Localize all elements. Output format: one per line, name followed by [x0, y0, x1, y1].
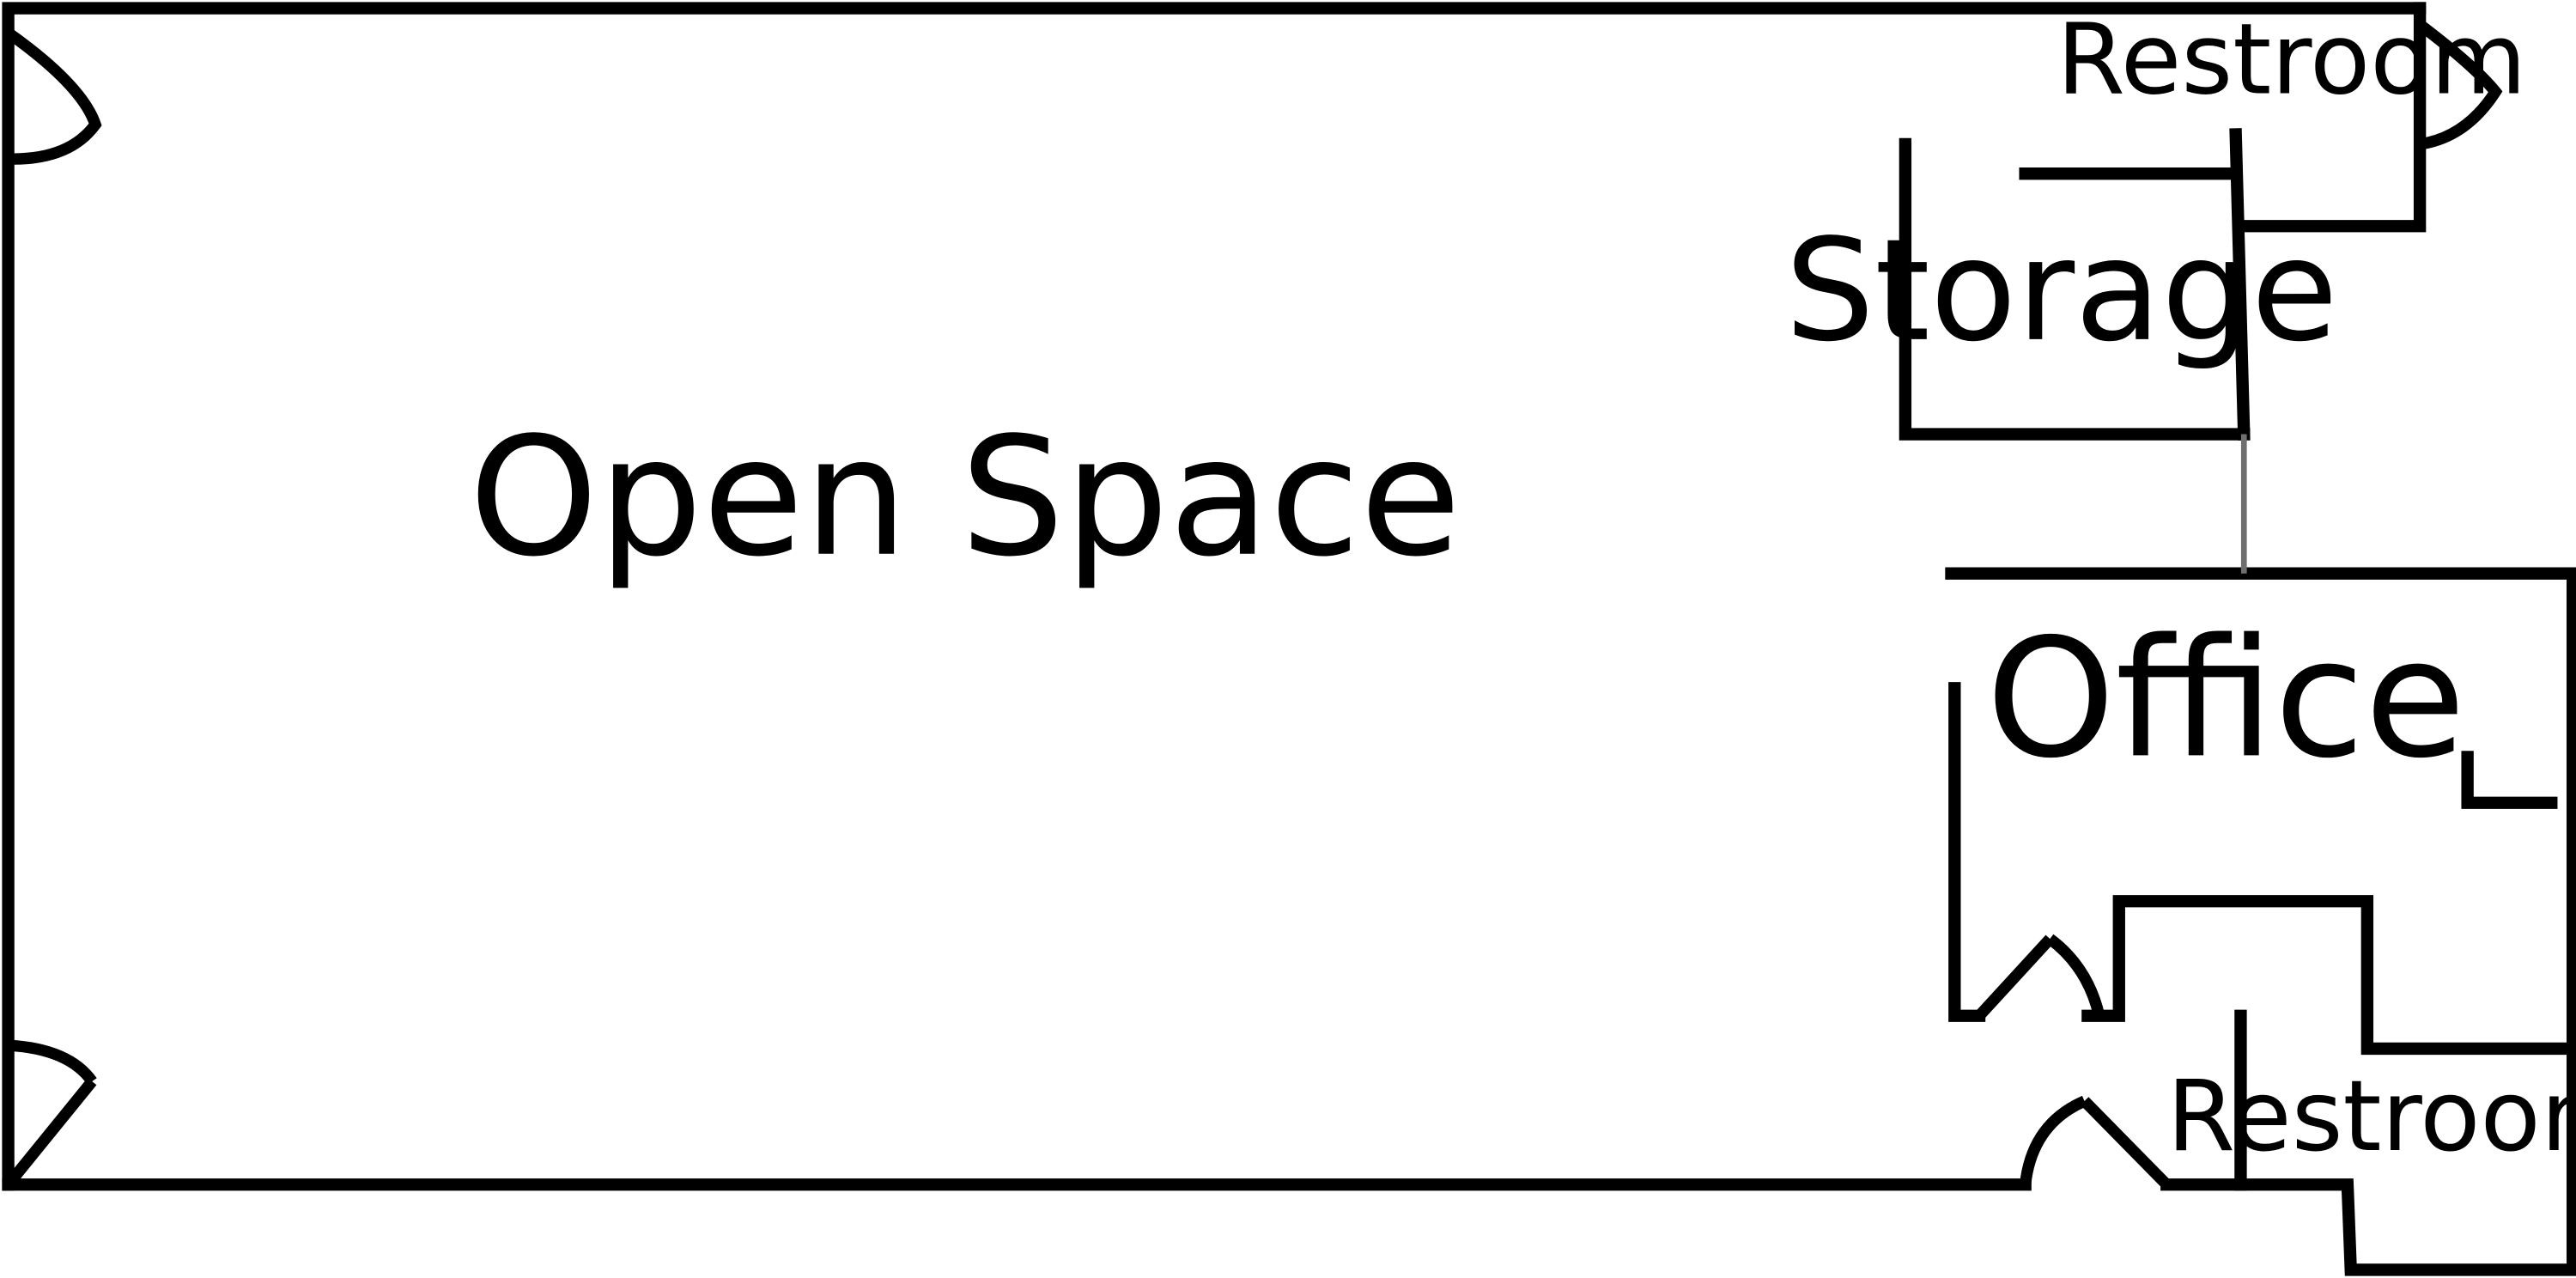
outer-wall [2, 2, 2427, 1191]
room-label-restroom-top: Restroom [2057, 3, 2526, 118]
door-bottom-leaf [2080, 1097, 2172, 1189]
door-office-leaf [1975, 934, 2055, 1020]
restroom-top-wall [2233, 2, 2427, 233]
office-corner-fixture [2461, 751, 2558, 809]
door-left-bottom-leaf [3, 1077, 97, 1189]
door-bottom-arc [2019, 1095, 2087, 1186]
storage-wall-right [2229, 128, 2251, 441]
room-label-office: Office [1986, 605, 2466, 795]
door-restroom-top [2416, 20, 2503, 150]
room-label-storage: Storage [1785, 208, 2338, 373]
storage-wall-left [1899, 137, 2251, 441]
office-wall-inner [2081, 895, 2576, 1056]
door-left-bottom-arc [8, 1039, 97, 1086]
room-label-open-space: Open Space [469, 403, 1461, 593]
door-left-top [4, 27, 102, 165]
room-label-restroom-bottom: Restroom [2166, 1060, 2576, 1174]
door-office-arc [2046, 934, 2105, 1018]
bottom-wall-right [1945, 567, 2576, 1276]
office-wall-left [1948, 682, 1986, 1022]
